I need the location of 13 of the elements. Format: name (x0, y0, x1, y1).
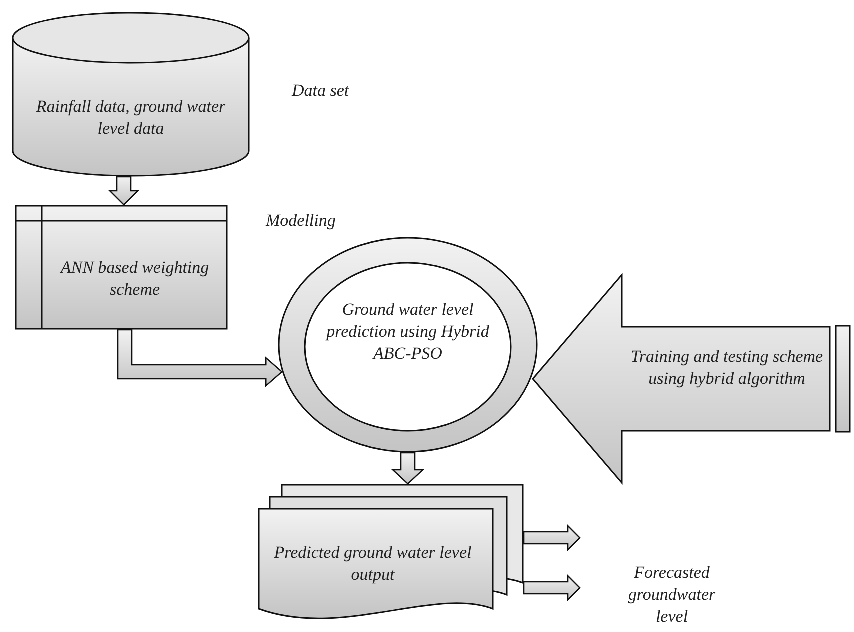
node-text: Rainfall data, ground water level data (36, 96, 226, 140)
annotation-text: Data set (292, 80, 350, 102)
block-arrow (391, 452, 425, 485)
node-text: Predicted ground water level output (273, 542, 473, 586)
block-arrow (117, 329, 284, 388)
block-arrow (108, 176, 140, 206)
block-arrow (523, 524, 581, 552)
annotation-text: Forecasted groundwater level (627, 562, 717, 628)
node-text: ANN based weighting scheme (59, 257, 210, 301)
node-text: Ground water level prediction using Hybrid ABC-PSO (324, 299, 490, 365)
annotation-text: Modelling (266, 210, 337, 232)
block-arrow (523, 574, 581, 602)
node-text: Training and testing scheme using hybrid algorithm (630, 346, 824, 390)
